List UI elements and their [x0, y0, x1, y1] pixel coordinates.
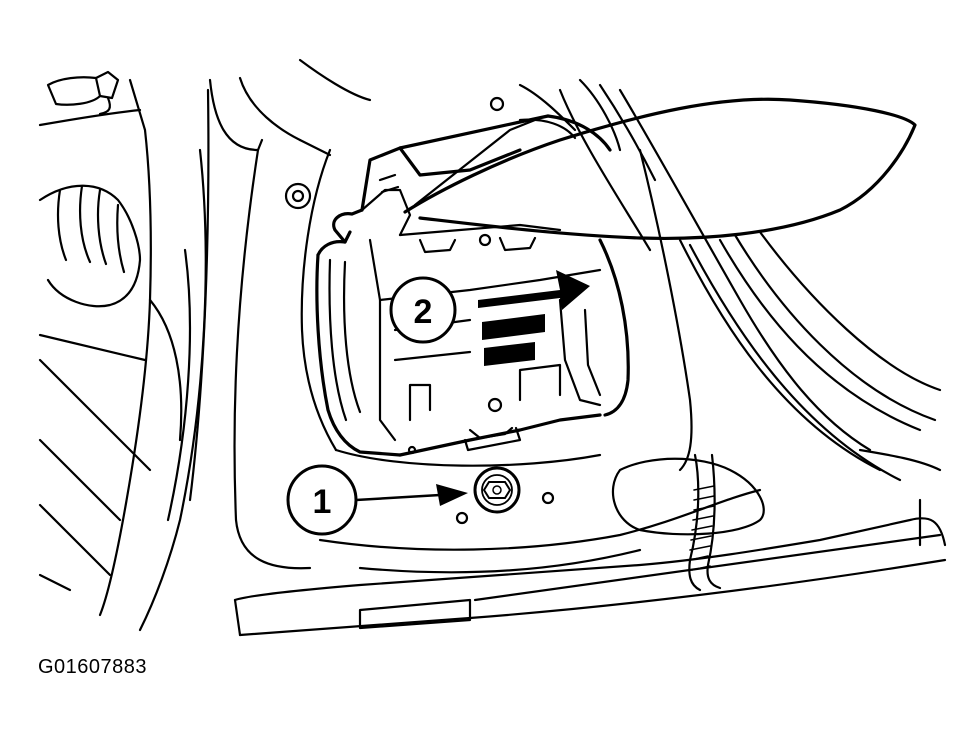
- callout-1: 1: [286, 464, 468, 536]
- lower-trim-panel: [233, 448, 947, 637]
- callout-2-number: 2: [414, 293, 433, 331]
- callout-2: 2: [389, 276, 457, 344]
- mounting-bolt-icon: [455, 466, 555, 525]
- callout-1-number: 1: [313, 483, 332, 521]
- direction-arrow: [478, 270, 590, 366]
- left-body-structure: [38, 70, 210, 632]
- figure-id-label: G01607883: [38, 656, 148, 678]
- pillar-panel: [208, 58, 942, 574]
- seat-belt-webbing: [403, 97, 917, 240]
- seat-belt-retractor: [284, 96, 630, 457]
